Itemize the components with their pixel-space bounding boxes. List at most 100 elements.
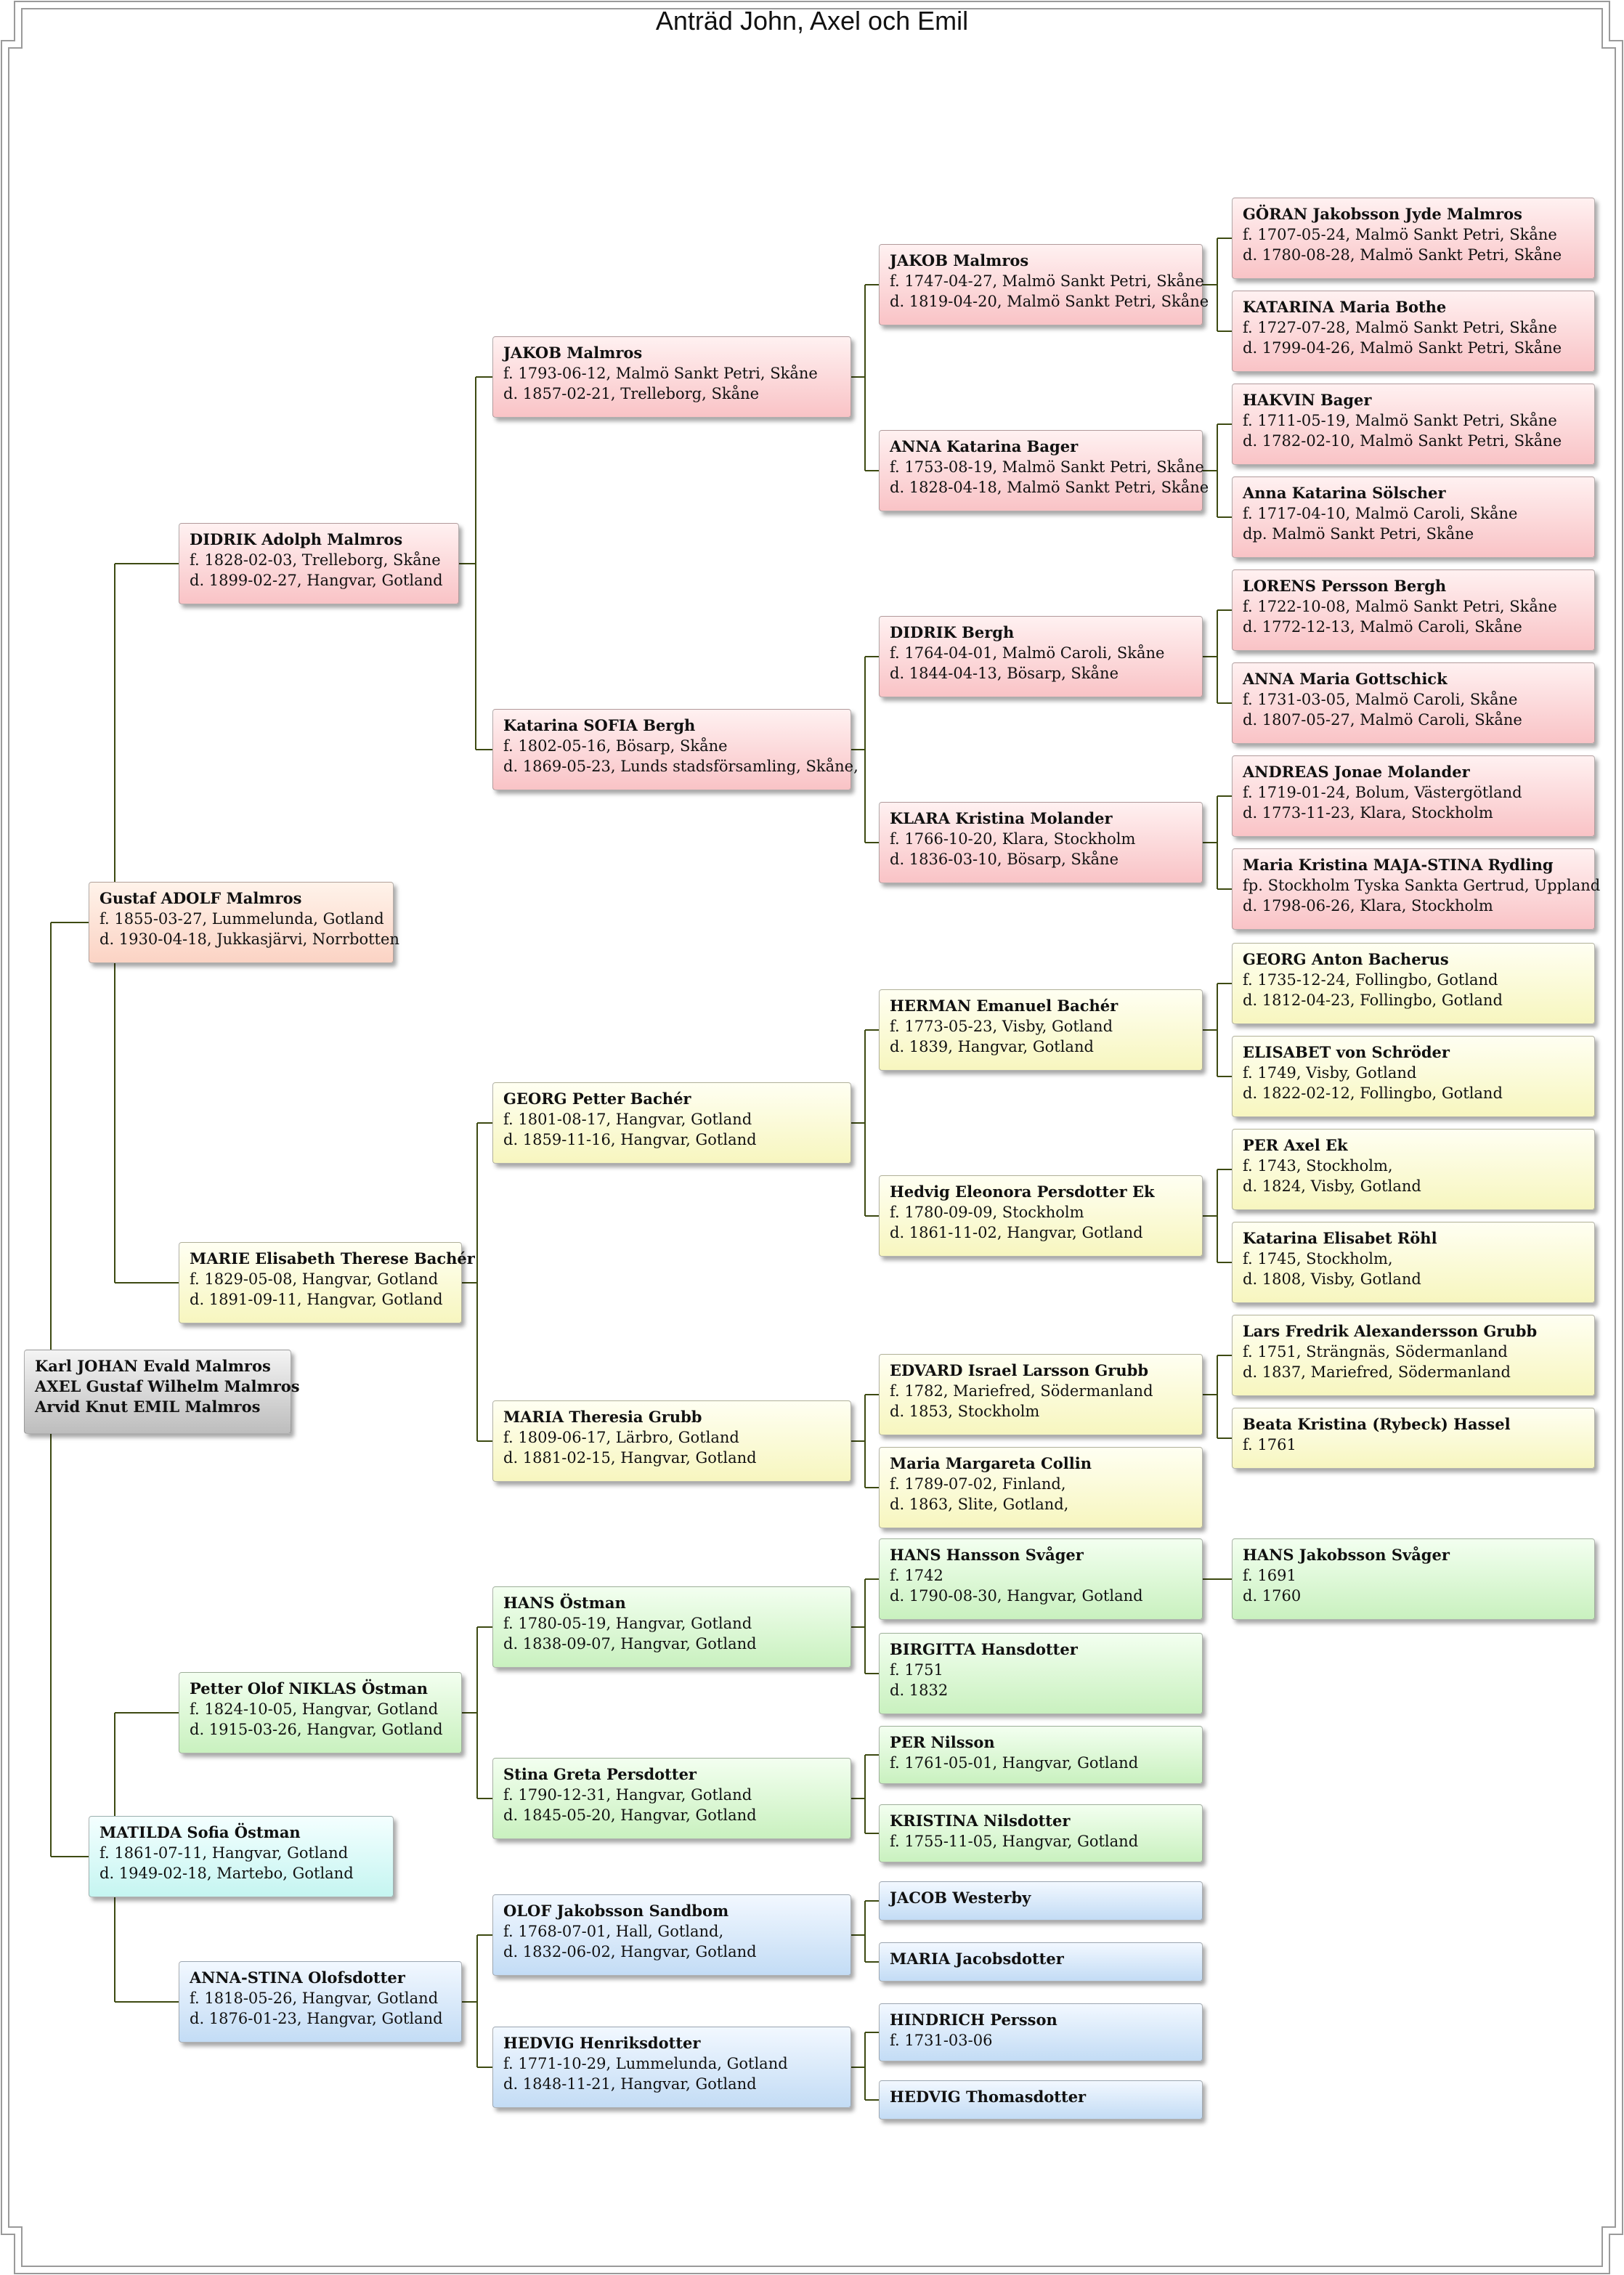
person-box[interactable]: ANDREAS Jonae Molander f. 1719-01-24, Bol…	[1232, 755, 1595, 837]
person-detail: d. 1930-04-18, Jukkasjärvi, Norrbotten	[100, 930, 399, 948]
person-detail: f. 1809-06-17, Lärbro, Gotland	[503, 1429, 739, 1446]
person-box[interactable]: ANNA-STINA Olofsdotter f. 1818-05-26, Han…	[179, 1961, 462, 2043]
person-detail: d. 1899-02-27, Hangvar, Gotland	[190, 572, 443, 589]
person-name: Beata Kristina (Rybeck) Hassel	[1243, 1415, 1511, 1433]
person-detail: f. 1780-09-09, Stockholm	[890, 1204, 1084, 1221]
person-box[interactable]: JACOB Westerby	[879, 1881, 1203, 1921]
person-box[interactable]: MARIA Jacobsdotter	[879, 1942, 1203, 1982]
person-detail: d. 1839, Hangvar, Gotland	[890, 1038, 1094, 1055]
person-detail: d. 1808, Visby, Gotland	[1243, 1270, 1421, 1288]
person-name: EDVARD Israel Larsson Grubb	[890, 1361, 1149, 1379]
person-name: DIDRIK Adolph Malmros	[190, 530, 403, 548]
person-name: ANNA-STINA Olofsdotter	[190, 1968, 405, 1987]
person-name: MARIE Elisabeth Therese Bachér	[190, 1249, 475, 1268]
person-detail: d. 1773-11-23, Klara, Stockholm	[1243, 804, 1493, 822]
person-name: GEORG Anton Bacherus	[1243, 950, 1449, 968]
person-name: JACOB Westerby	[890, 1889, 1031, 1907]
person-detail: f. 1780-05-19, Hangvar, Gotland	[503, 1615, 752, 1632]
person-name: MATILDA Sofia Östman	[100, 1823, 301, 1841]
person-detail: d. 1760	[1243, 1587, 1302, 1605]
person-detail: d. 1838-09-07, Hangvar, Gotland	[503, 1635, 757, 1652]
person-detail: d. 1790-08-30, Hangvar, Gotland	[890, 1587, 1143, 1605]
person-detail: f. 1801-08-17, Hangvar, Gotland	[503, 1111, 752, 1128]
person-detail: f. 1711-05-19, Malmö Sankt Petri, Skåne	[1243, 412, 1557, 429]
person-detail: f. 1707-05-24, Malmö Sankt Petri, Skåne	[1243, 226, 1557, 243]
person-name: Maria Margareta Collin	[890, 1454, 1092, 1472]
person-detail: d. 1799-04-26, Malmö Sankt Petri, Skåne	[1243, 339, 1562, 357]
person-detail: f. 1731-03-05, Malmö Caroli, Skåne	[1243, 691, 1518, 708]
person-name: BIRGITTA Hansdotter	[890, 1640, 1078, 1658]
person-detail: f. 1727-07-28, Malmö Sankt Petri, Skåne	[1243, 319, 1557, 336]
person-name: Karl JOHAN Evald Malmros	[35, 1357, 271, 1375]
person-name: KRISTINA Nilsdotter	[890, 1812, 1071, 1830]
person-box[interactable]: Maria Margareta Collin f. 1789-07-02, Fin…	[879, 1447, 1203, 1528]
person-box[interactable]: EDVARD Israel Larsson Grubb f. 1782, Mari…	[879, 1354, 1203, 1435]
person-detail: f. 1789-07-02, Finland,	[890, 1475, 1066, 1493]
person-detail: f. 1782, Mariefred, Södermanland	[890, 1382, 1153, 1400]
person-detail: f. 1793-06-12, Malmö Sankt Petri, Skåne	[503, 365, 818, 382]
person-detail: f. 1717-04-10, Malmö Caroli, Skåne	[1243, 505, 1518, 522]
person-detail: d. 1836-03-10, Bösarp, Skåne	[890, 851, 1119, 868]
person-name: ELISABET von Schröder	[1243, 1043, 1450, 1061]
person-box[interactable]: HEDVIG Thomasdotter	[879, 2080, 1203, 2120]
person-name: ANDREAS Jonae Molander	[1243, 763, 1470, 781]
person-detail: d. 1824, Visby, Gotland	[1243, 1177, 1421, 1195]
person-detail: d. 1832	[890, 1682, 949, 1699]
person-detail: d. 1881-02-15, Hangvar, Gotland	[503, 1449, 757, 1467]
person-detail: f. 1719-01-24, Bolum, Västergötland	[1243, 784, 1522, 801]
person-detail: d. 1891-09-11, Hangvar, Gotland	[190, 1291, 443, 1308]
person-detail: f. 1742	[890, 1567, 943, 1584]
person-detail: d. 1949-02-18, Martebo, Gotland	[100, 1865, 354, 1882]
person-name: Maria Kristina MAJA-STINA Rydling	[1243, 856, 1554, 874]
person-name: LORENS Persson Bergh	[1243, 577, 1447, 595]
person-detail: d. 1828-04-18, Malmö Sankt Petri, Skåne	[890, 479, 1209, 496]
person-detail: f. 1691	[1243, 1567, 1296, 1584]
person-name: OLOF Jakobsson Sandbom	[503, 1902, 729, 1920]
person-name: HERMAN Emanuel Bachér	[890, 997, 1118, 1015]
person-name: Arvid Knut EMIL Malmros	[35, 1398, 261, 1416]
person-name: MARIA Jacobsdotter	[890, 1950, 1064, 1968]
person-detail: d. 1844-04-13, Bösarp, Skåne	[890, 665, 1119, 682]
person-detail: f. 1818-05-26, Hangvar, Gotland	[190, 1990, 439, 2007]
